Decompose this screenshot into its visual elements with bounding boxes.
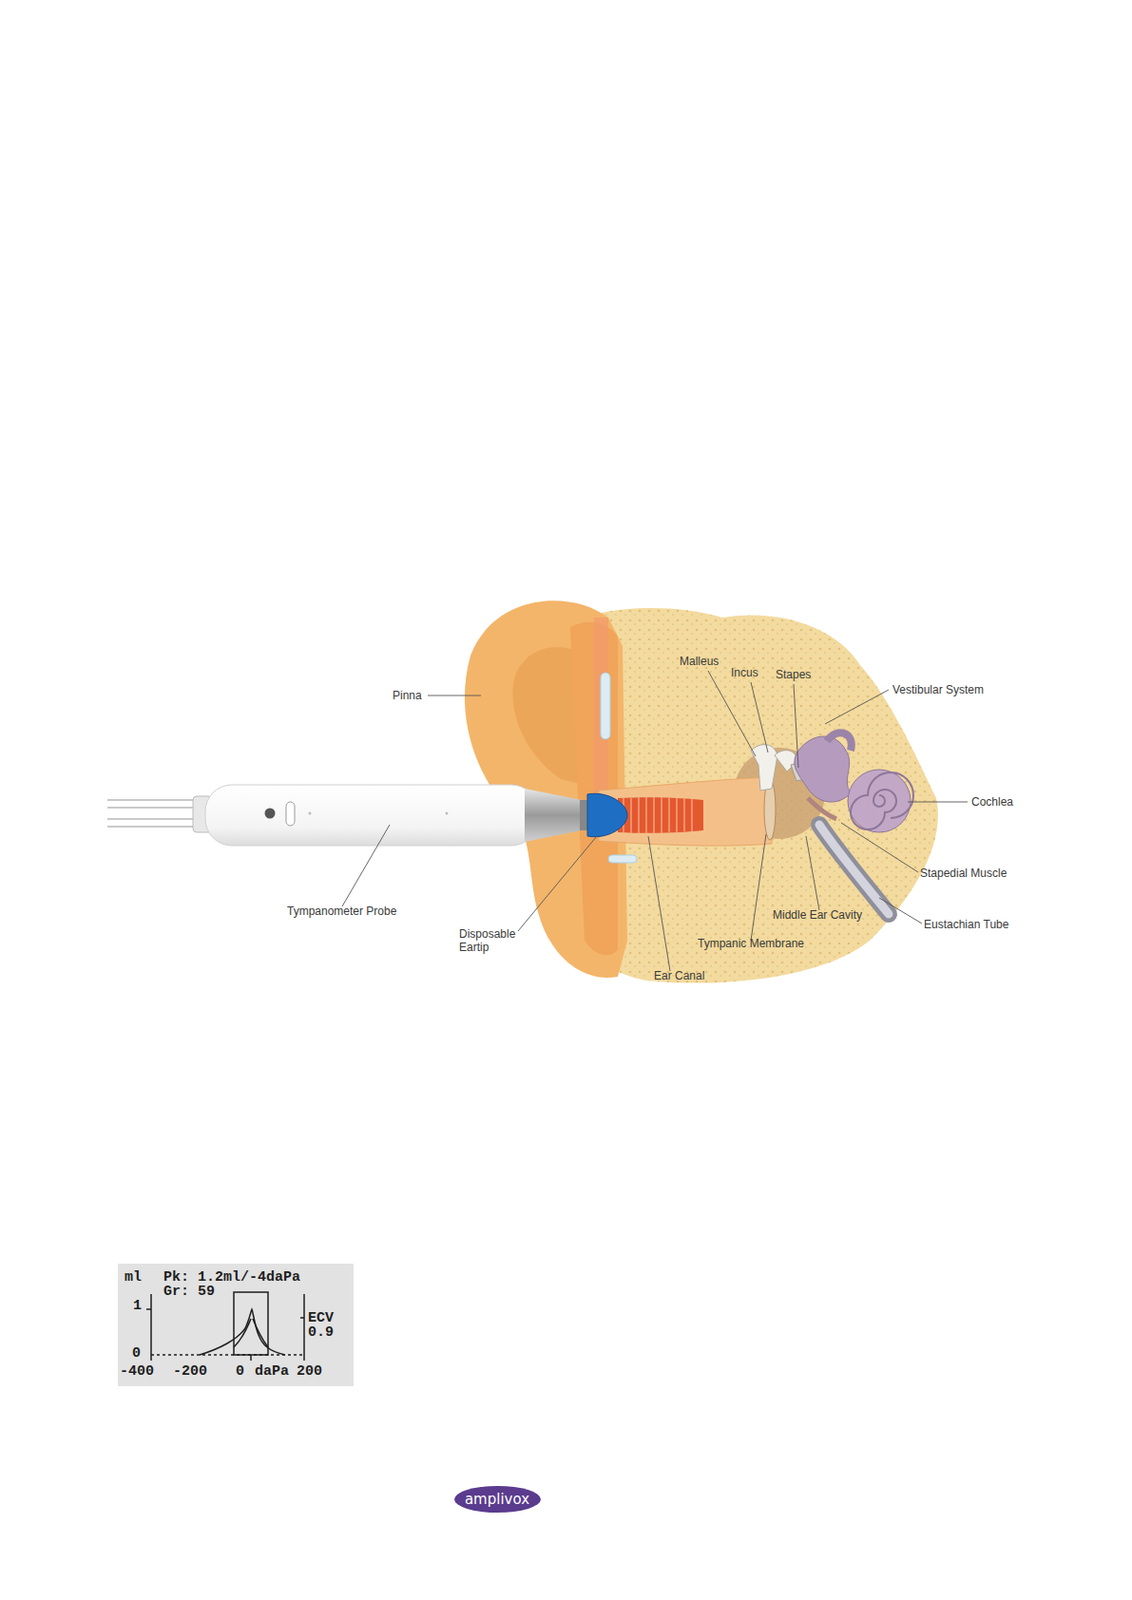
screen-readout: 1 bbox=[133, 1299, 142, 1314]
part-label: Tympanometer Probe bbox=[287, 904, 397, 919]
part-label: Stapes bbox=[775, 668, 811, 682]
brand-logo: amplivox bbox=[454, 1486, 541, 1514]
part-label: Pinna bbox=[392, 689, 423, 703]
part-label: Cochlea bbox=[971, 795, 1014, 809]
screen-readout: Gr: 59 bbox=[163, 1285, 215, 1300]
logo-text: amplivox bbox=[464, 1491, 530, 1509]
screen-readout: -400 bbox=[119, 1364, 154, 1380]
screen-readout: 0 bbox=[132, 1346, 141, 1362]
screen-readout: Pk: 1.2ml/-4daPa bbox=[163, 1270, 301, 1286]
screen-readout: 0 bbox=[235, 1364, 245, 1380]
part-label: Malleus bbox=[679, 654, 719, 669]
part-label: Tympanic Membrane bbox=[697, 937, 805, 951]
part-label: Middle Ear Cavity bbox=[772, 908, 863, 922]
part-label: Disposable Eartip bbox=[459, 927, 520, 955]
part-label: Ear Canal bbox=[653, 969, 705, 983]
part-label: Vestibular System bbox=[892, 683, 984, 697]
screen-readout: daPa bbox=[254, 1364, 289, 1380]
screen-readout: 200 bbox=[296, 1364, 323, 1380]
screen-readout: ml bbox=[124, 1270, 142, 1286]
screen-readout: ECV bbox=[307, 1311, 334, 1326]
part-label: Eustachian Tube bbox=[923, 918, 1009, 932]
screen-readout: -200 bbox=[172, 1364, 208, 1380]
screen-readout: 0.9 bbox=[307, 1325, 334, 1341]
part-label: Stapedial Muscle bbox=[920, 866, 1007, 881]
part-label: Incus bbox=[730, 666, 759, 680]
